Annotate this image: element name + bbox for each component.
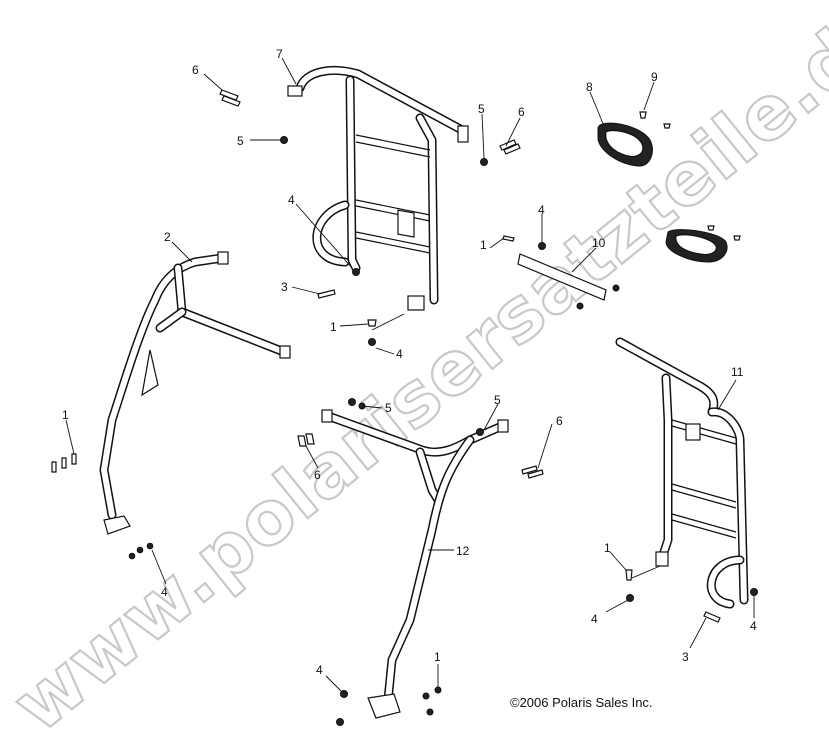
part-12-center-hoop	[321, 409, 509, 719]
callout-1e: 1	[434, 650, 441, 664]
part-10-bracket	[517, 253, 607, 301]
part-11-right-frame	[615, 337, 749, 609]
callout-5d: 5	[494, 393, 501, 407]
callout-1c: 1	[62, 408, 69, 422]
callout-4f: 4	[750, 619, 757, 633]
hardware	[51, 89, 758, 726]
callout-5a: 5	[237, 134, 244, 148]
callout-9: 9	[651, 70, 658, 84]
callout-12: 12	[456, 544, 470, 558]
part-2-left-hoop	[99, 251, 291, 535]
leader-lines	[65, 57, 755, 693]
callout-10: 10	[592, 236, 606, 250]
callout-6d: 6	[556, 414, 563, 428]
callout-1a: 1	[480, 238, 487, 252]
copyright-text: ©2006 Polaris Sales Inc.	[510, 695, 653, 710]
callout-4g: 4	[316, 663, 323, 677]
callout-1d: 1	[604, 541, 611, 555]
callout-11: 11	[731, 365, 744, 379]
callout-6c: 6	[314, 468, 321, 482]
callout-4e: 4	[591, 612, 598, 626]
callout-4a: 4	[288, 193, 295, 207]
part-7-rear-frame	[287, 66, 469, 311]
callout-3b: 3	[682, 650, 689, 664]
callout-8: 8	[586, 80, 593, 94]
callout-1b: 1	[330, 320, 337, 334]
callout-6b: 6	[518, 105, 525, 119]
callout-7: 7	[276, 47, 283, 61]
part-8-light-lower	[665, 229, 728, 263]
callout-5b: 5	[478, 102, 485, 116]
part-8-light-upper	[597, 122, 653, 167]
callout-5c: 5	[385, 401, 392, 415]
callout-4d: 4	[161, 585, 168, 599]
callout-2: 2	[164, 230, 171, 244]
callout-4b: 4	[538, 203, 545, 217]
callouts: 6 7 5 5 6 8 9 4 2 4 1 10 3 1 4 11 1 5 5 …	[62, 47, 757, 677]
callout-3a: 3	[281, 280, 288, 294]
callout-4c: 4	[396, 347, 403, 361]
callout-6a: 6	[192, 63, 199, 77]
